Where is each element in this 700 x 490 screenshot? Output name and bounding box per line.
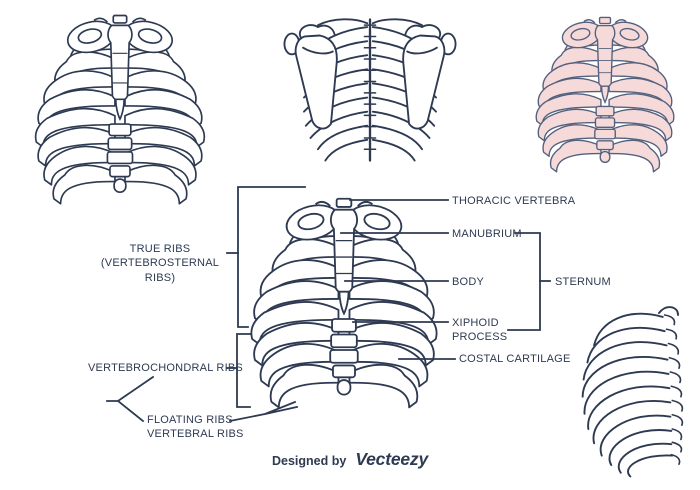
bracket-sternum [507, 232, 541, 331]
vecteezy-logo: Vecteezy [355, 449, 428, 469]
label-thoracic-vertebra: THORACIC VERTEBRA [452, 195, 576, 207]
label-xiphoid-process: XIPHOID PROCESS [452, 317, 508, 344]
bracket-vertebrochondral-ribs [236, 333, 251, 408]
ribcage-back-view-illustration [284, 19, 455, 160]
label-costal-cartilage: COSTAL CARTILAGE [459, 353, 571, 365]
label-manubrium: MANUBRIUM [452, 228, 522, 240]
label-vertebrochondral-ribs: VERTEBROCHONDRAL RIBS [88, 362, 243, 374]
label-body: BODY [452, 276, 485, 288]
branch-false-ribs [106, 375, 155, 423]
leader-floating-ribs [228, 400, 299, 423]
label-floating-ribs: FLOATING RIBS VERTEBRAL RIBS [147, 414, 244, 441]
ribcage-front-view-pink-illustration [536, 17, 674, 171]
designed-by-text: Designed by [272, 454, 347, 468]
ribcage-front-view-illustration [36, 16, 205, 204]
vecteezy-credit: Designed by Vecteezy [0, 449, 700, 470]
label-true-ribs: TRUE RIBS (VERTEBROSTERNAL RIBS) [100, 243, 220, 284]
ribcage-labeled-illustration [251, 199, 436, 408]
label-sternum: STERNUM [555, 276, 611, 288]
leader-lines [106, 186, 551, 423]
bracket-true-ribs [237, 186, 306, 328]
